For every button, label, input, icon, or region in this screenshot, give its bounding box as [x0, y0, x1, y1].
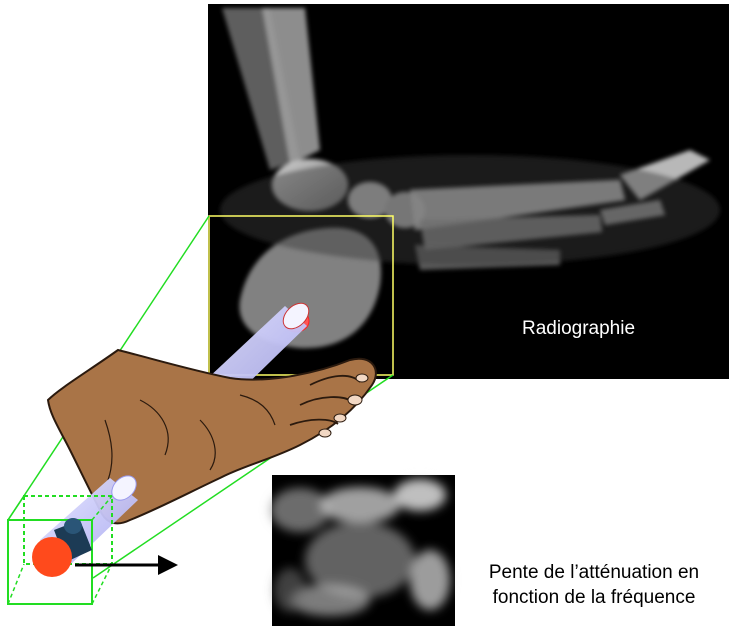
attenuation-caption: Pente de l’atténuation en fonction de la… [455, 560, 733, 610]
attenuation-map-image [270, 475, 455, 626]
caption-line-1: Pente de l’atténuation en [455, 560, 733, 585]
radiograph-label: Radiographie [522, 318, 635, 340]
sample-disk [32, 537, 72, 577]
caption-line-2: fonction de la fréquence [455, 585, 733, 610]
arrow-right [75, 555, 178, 575]
